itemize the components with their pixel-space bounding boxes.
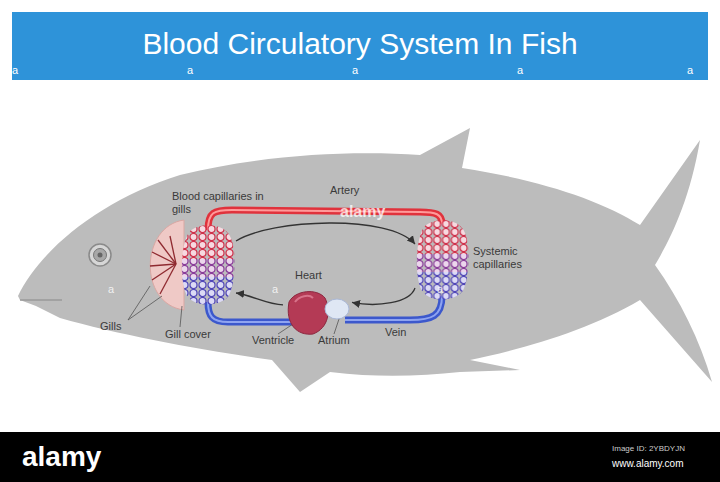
watermark: alamy (340, 202, 385, 221)
vein-vessel (345, 296, 442, 320)
gill-cover (150, 220, 184, 310)
capillary-fill (180, 259, 236, 277)
heart-highlight (295, 296, 313, 302)
fish-eye (94, 249, 107, 262)
systemic-capillaries: Systemic capillaries (415, 220, 470, 300)
flow-arrow (352, 288, 415, 304)
fish-body (18, 128, 712, 392)
part-label: Ventricle (252, 334, 294, 347)
vein-highlight (208, 302, 296, 322)
image-id: Image ID: 2YBDYJN (612, 444, 685, 454)
vein-vessel (208, 302, 296, 322)
watermark: a (12, 64, 18, 77)
fish-eye (98, 253, 103, 258)
mouth-line (20, 299, 62, 301)
fish-eye (89, 244, 111, 266)
capillary-fill (415, 272, 470, 300)
node-label: Blood capillaries in gills (172, 190, 272, 216)
title-bar (12, 12, 708, 80)
node-label: Systemic capillaries (473, 245, 548, 271)
flow-arrow (236, 223, 415, 244)
capillary-fill (415, 254, 470, 272)
vein-highlight (345, 296, 442, 320)
gill-capillaries: Blood capillaries in gills (180, 225, 236, 305)
watermark: a (272, 283, 278, 296)
node-label: Heart (295, 269, 322, 282)
watermark: a (108, 283, 114, 296)
watermark: a (187, 64, 193, 77)
part-label: Gill cover (165, 328, 211, 341)
ventricle-shape (288, 292, 328, 335)
footer-bar (0, 432, 720, 482)
capillary-fill (415, 220, 470, 254)
heart: Heart (283, 288, 352, 336)
heart-shape (283, 288, 352, 336)
vessel-label: Artery (330, 184, 359, 197)
leader-line (128, 286, 340, 334)
site-url: www.alamy.com (612, 458, 684, 470)
capillary-fill (180, 225, 236, 259)
part-label: Atrium (318, 334, 350, 347)
part-label: Gills (100, 320, 121, 333)
title-text: Blood Circulatory System In Fish (12, 26, 708, 62)
logo-text: alamy (22, 440, 101, 474)
watermark: a (437, 283, 443, 296)
artery-highlight (208, 210, 442, 230)
watermark: a (352, 64, 358, 77)
watermark: a (687, 64, 693, 77)
flow-arrow (236, 293, 283, 305)
watermark: a (517, 64, 523, 77)
capillary-bed (180, 225, 236, 305)
gill-filaments (150, 236, 176, 294)
vessel-label: Vein (385, 326, 406, 339)
atrium-shape (325, 299, 349, 319)
artery-vessel (208, 210, 442, 230)
capillary-bed (415, 220, 470, 300)
capillary-fill (180, 277, 236, 305)
